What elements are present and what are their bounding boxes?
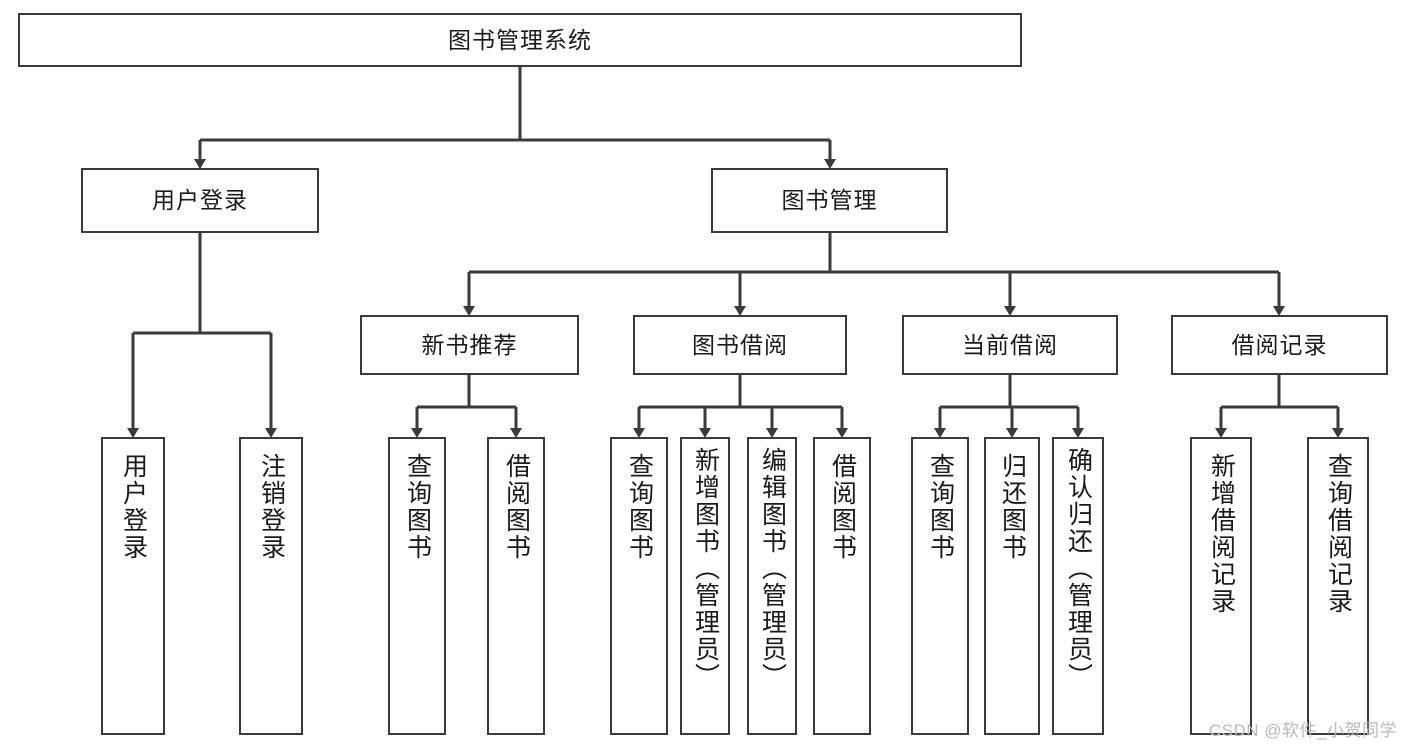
node-user-login-label: 用户登录 [152,187,248,213]
node-new-book-recommend[interactable]: 新书推荐 [360,315,579,375]
node-root-label: 图书管理系统 [448,26,592,53]
node-book-borrow-label: 图书借阅 [692,331,788,358]
node-leaf-return-book[interactable]: 归还图书 [984,437,1040,735]
node-book-borrow[interactable]: 图书借阅 [633,315,847,375]
node-leaf-user-login[interactable]: 用户登录 [101,437,165,735]
node-leaf-query-book-3[interactable]: 查询图书 [911,437,969,735]
node-leaf-user-logout-label: 注销登录 [257,453,286,561]
node-leaf-query-book-2-label: 查询图书 [625,453,654,561]
node-leaf-add-record[interactable]: 新增借阅记录 [1190,437,1252,735]
node-leaf-query-record-label: 查询借阅记录 [1324,453,1353,615]
node-leaf-user-logout[interactable]: 注销登录 [239,437,303,735]
node-leaf-query-book-1[interactable]: 查询图书 [388,437,446,735]
node-leaf-return-book-label: 归还图书 [998,453,1027,561]
node-leaf-edit-book-label: 编辑图书（管理员） [758,447,787,690]
node-leaf-add-record-label: 新增借阅记录 [1207,453,1236,615]
node-new-book-recommend-label: 新书推荐 [421,331,518,358]
node-leaf-confirm-return-label: 确认归还（管理员） [1064,447,1093,690]
node-current-borrow-label: 当前借阅 [962,331,1058,358]
node-leaf-borrow-book-1-label: 借阅图书 [502,453,531,561]
node-user-login[interactable]: 用户登录 [81,168,319,233]
node-leaf-borrow-book-2-label: 借阅图书 [828,453,857,561]
node-leaf-edit-book[interactable]: 编辑图书（管理员） [747,437,797,735]
node-leaf-add-book[interactable]: 新增图书（管理员） [680,437,730,735]
node-leaf-query-book-3-label: 查询图书 [926,453,955,561]
node-leaf-borrow-book-2[interactable]: 借阅图书 [813,437,871,735]
node-borrow-record-label: 借阅记录 [1231,331,1328,358]
node-root[interactable]: 图书管理系统 [18,13,1022,67]
node-leaf-borrow-book-1[interactable]: 借阅图书 [487,437,545,735]
node-borrow-record[interactable]: 借阅记录 [1171,315,1388,375]
node-leaf-confirm-return[interactable]: 确认归还（管理员） [1052,437,1104,735]
node-leaf-add-book-label: 新增图书（管理员） [691,447,720,690]
node-current-borrow[interactable]: 当前借阅 [902,315,1118,375]
node-book-manage-label: 图书管理 [781,187,878,213]
node-leaf-query-book-2[interactable]: 查询图书 [610,437,668,735]
node-leaf-query-book-1-label: 查询图书 [403,453,432,561]
node-leaf-query-record[interactable]: 查询借阅记录 [1307,437,1369,735]
node-book-manage[interactable]: 图书管理 [711,168,948,233]
node-leaf-user-login-label: 用户登录 [119,453,148,561]
